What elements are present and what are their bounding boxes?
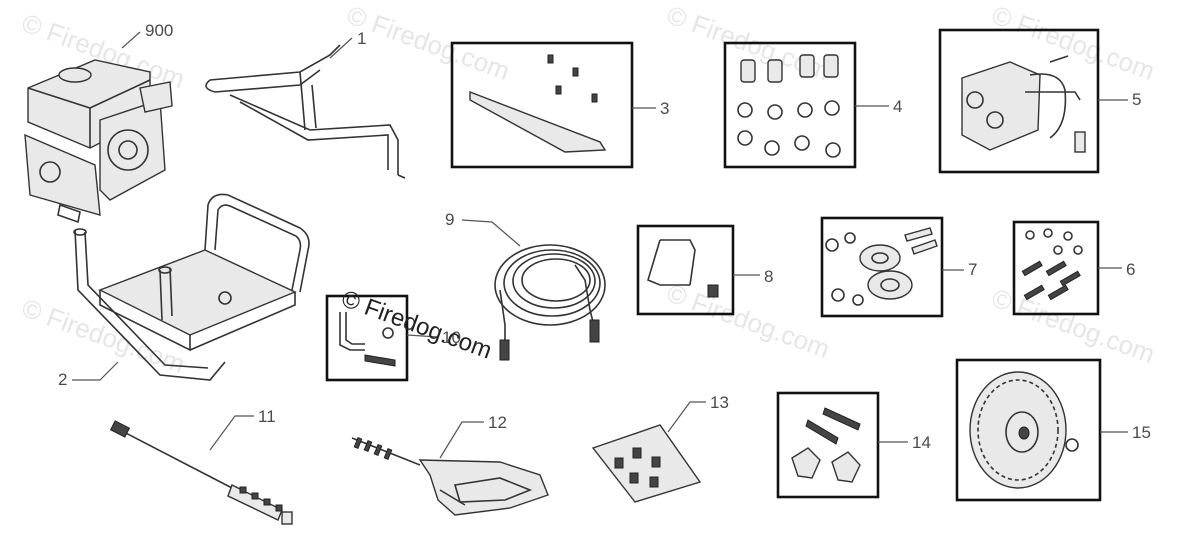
callout-14: 14 — [912, 433, 931, 452]
part-l-bolt — [339, 312, 396, 367]
callout-6: 6 — [1126, 260, 1135, 279]
part-bearings — [825, 227, 938, 306]
callout-3: 3 — [660, 99, 669, 118]
callout-5: 5 — [1132, 90, 1141, 109]
callout-900: 900 — [145, 21, 173, 40]
callout-2: 1 — [357, 29, 366, 48]
part-spray-gun[interactable] — [351, 436, 549, 516]
callout-10: 10 — [442, 328, 461, 347]
part-pump — [961, 55, 1086, 153]
callout-13: 13 — [710, 393, 729, 412]
part-u-bolt — [647, 239, 719, 298]
kit-box-10[interactable] — [325, 294, 409, 382]
part-knobs — [791, 407, 861, 483]
callout-9: 9 — [445, 210, 454, 229]
leader-line — [209, 415, 254, 451]
part-engine[interactable] — [24, 59, 173, 224]
kit-box-8[interactable] — [636, 224, 735, 316]
callout-7: 7 — [968, 260, 977, 279]
kit-box-5[interactable] — [938, 28, 1100, 174]
callout-8: 8 — [764, 267, 773, 286]
part-hose[interactable] — [494, 244, 606, 361]
center-watermark: © Firedog.com — [338, 285, 495, 364]
part-handle[interactable] — [205, 44, 406, 179]
leader-line — [439, 421, 484, 459]
leader-line — [329, 37, 353, 59]
part-nozzle-bag[interactable] — [591, 424, 702, 503]
part-mount-hardware — [737, 54, 841, 158]
kit-box-14[interactable] — [776, 391, 880, 499]
leader-line — [461, 219, 521, 247]
kit-box-7[interactable] — [820, 216, 944, 318]
callout-15: 15 — [1132, 423, 1151, 442]
kit-box-15[interactable] — [955, 358, 1102, 502]
leader-line — [667, 401, 706, 433]
callout-11: 11 — [258, 407, 276, 426]
part-wheel — [969, 371, 1079, 489]
kit-box-4[interactable] — [723, 41, 857, 169]
leader-line — [121, 31, 141, 49]
part-bracket — [469, 54, 607, 153]
leader-line — [406, 334, 439, 338]
part-frame[interactable] — [73, 193, 310, 381]
callout-1: 2 — [58, 370, 67, 389]
callout-4: 4 — [893, 97, 902, 116]
part-bolts — [1021, 228, 1083, 301]
leader-line — [72, 361, 119, 381]
kit-box-3[interactable] — [450, 41, 634, 169]
part-spray-wand[interactable] — [109, 420, 293, 525]
watermark: © Firedog.com — [663, 277, 834, 364]
callout-12: 12 — [488, 413, 507, 432]
